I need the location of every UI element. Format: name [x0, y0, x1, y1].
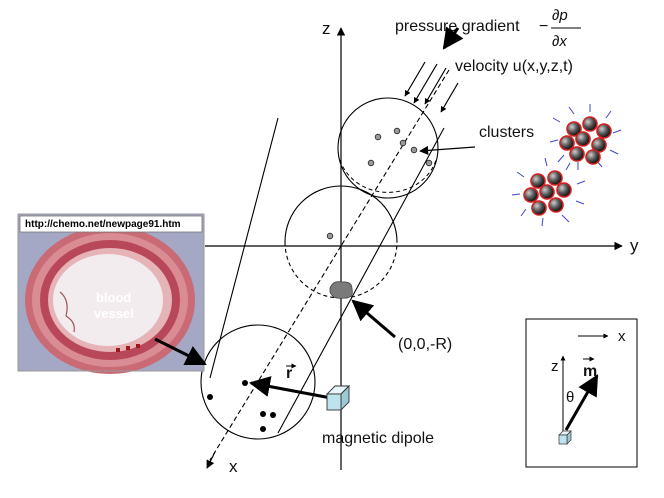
origin-arrow: [351, 299, 396, 339]
pressure-gradient-label: pressure gradient: [395, 18, 520, 35]
z-axis-label: z: [322, 19, 331, 38]
magnetic-dipole-cube: [325, 384, 351, 412]
cluster-icon-bottom: [511, 157, 586, 227]
clusters-arrow: [419, 145, 476, 155]
x-axis-label: x: [229, 457, 238, 476]
blood-label: blood: [96, 290, 131, 305]
cluster-icon-top: [549, 104, 622, 170]
photo-arrow: [154, 337, 207, 366]
x-axis: [206, 69, 450, 469]
r-vector: [248, 376, 332, 400]
vessel-cylinder: [200, 97, 445, 440]
inset-dipole-cube: [558, 430, 572, 445]
pressure-minus: −: [539, 18, 548, 35]
inset-m-label: m: [583, 363, 597, 380]
blood-vessel-photo: [17, 213, 205, 374]
inset-theta-label: θ: [566, 389, 574, 406]
inset-z-label: z: [551, 358, 559, 375]
clusters-label: clusters: [479, 124, 534, 141]
origin-label: (0,0,-R): [398, 336, 452, 353]
velocity-label: velocity u(x,y,z,t): [455, 58, 573, 75]
pressure-formula-denominator: ∂x: [552, 33, 567, 50]
back-particles: [367, 127, 433, 167]
velocity-arrows: [404, 61, 459, 113]
vessel-label: vessel: [94, 306, 134, 321]
pressure-formula-numerator: ∂p: [552, 7, 568, 24]
magnetic-dipole-label: magnetic dipole: [322, 430, 434, 447]
inset-x-label: x: [618, 328, 626, 345]
middle-particle: [326, 232, 334, 240]
y-axis-label: y: [630, 236, 639, 255]
url-caption: http://chemo.net/newpage91.htm: [25, 219, 181, 230]
front-particles: [207, 380, 276, 432]
cluster-blob: [329, 281, 353, 299]
back-circle-dash: [339, 159, 437, 193]
url-caption-box: [19, 215, 203, 233]
r-vector-label: r: [286, 365, 292, 382]
pressure-arrow: [442, 26, 464, 50]
inset-m-vector: [564, 374, 599, 431]
